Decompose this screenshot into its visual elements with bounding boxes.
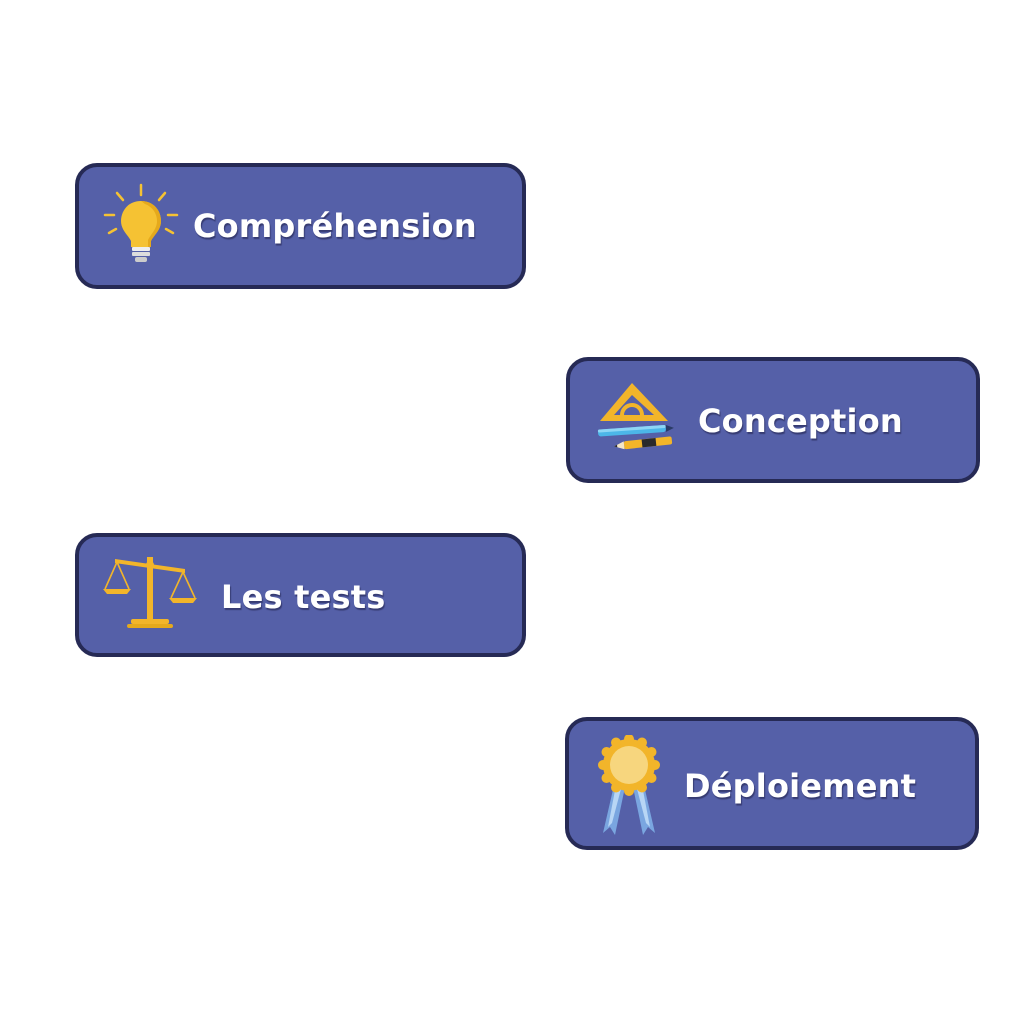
step-label: Compréhension — [193, 207, 477, 245]
step-comprehension: Compréhension — [75, 163, 526, 289]
balance-scale-icon — [103, 557, 197, 628]
step-conception: Conception — [566, 357, 980, 483]
step-deploiement: Déploiement — [565, 717, 979, 850]
step-label: Conception — [698, 402, 903, 440]
drafting-tools-icon — [597, 383, 674, 450]
step-label: Déploiement — [684, 767, 917, 805]
award-ribbon-icon — [598, 735, 660, 835]
step-tests: Les tests — [75, 533, 526, 657]
lightbulb-icon — [103, 183, 179, 262]
step-label: Les tests — [221, 578, 386, 616]
